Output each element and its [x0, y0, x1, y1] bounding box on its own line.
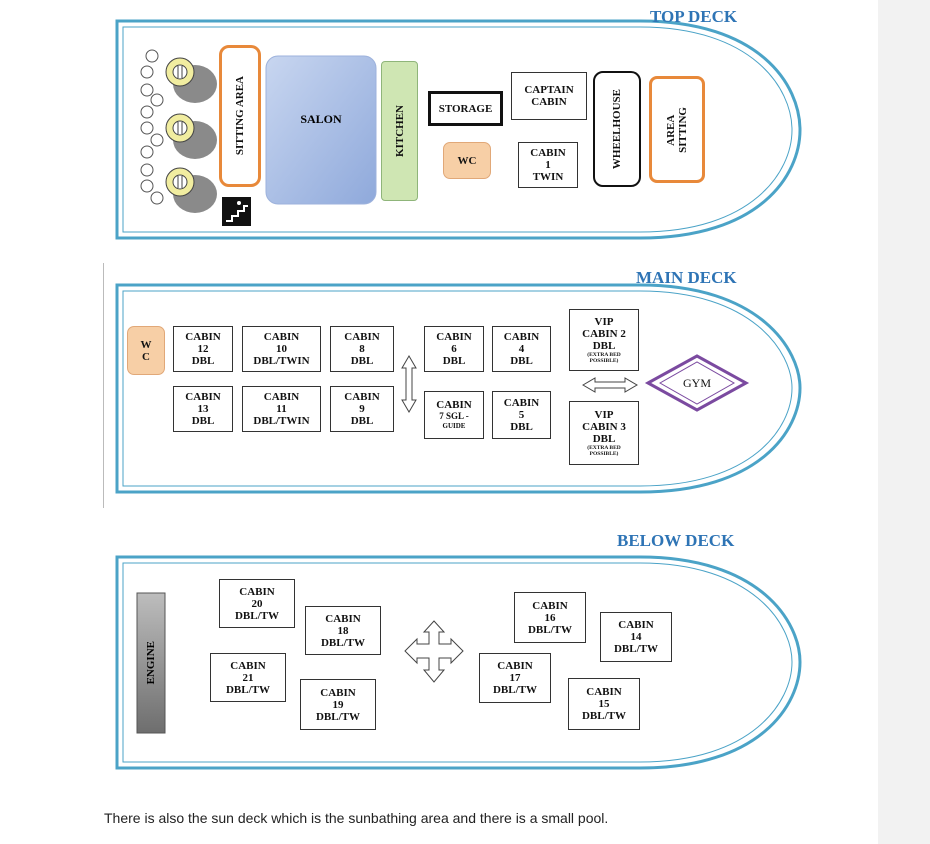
cabin-1: CABIN 1 TWIN	[518, 142, 578, 188]
sitting-area-right: SITTING AREA	[649, 76, 705, 183]
gym-diamond	[644, 354, 750, 412]
cabin-7: CABIN 7 SGL - GUIDE	[424, 391, 484, 439]
kitchen: KITCHEN	[381, 61, 418, 201]
gym-label: GYM	[682, 376, 711, 390]
four-way-arrow	[404, 620, 464, 683]
main-deck-title: MAIN DECK	[636, 268, 737, 287]
storage: STORAGE	[428, 91, 503, 126]
top-deck-title: TOP DECK	[650, 7, 738, 26]
salon-label: SALON	[300, 112, 342, 126]
wheelhouse: WHEELHOUSE	[593, 71, 641, 187]
sitting-area-left: SITTING AREA	[219, 45, 261, 187]
vertical-double-arrow	[401, 355, 417, 413]
engine: ENGINE	[145, 641, 157, 685]
salon-area	[265, 55, 377, 205]
vip-cabin-2: VIP CABIN 2 DBL (EXTRA BED POSSIBLE)	[569, 309, 639, 371]
captain-cabin: CAPTAIN CABIN	[511, 72, 587, 120]
deck-chairs	[140, 49, 164, 205]
wc-main: W C	[127, 326, 165, 375]
margin-line	[103, 263, 104, 508]
wc-top: WC	[443, 142, 491, 179]
stairs-icon	[222, 197, 251, 226]
round-tables	[165, 57, 217, 213]
side-panel	[878, 0, 930, 844]
vip-cabin-3: VIP CABIN 3 DBL (EXTRA BED POSSIBLE)	[569, 401, 639, 465]
horizontal-double-arrow	[582, 377, 638, 393]
engine-block	[136, 592, 166, 734]
below-deck-title: BELOW DECK	[617, 531, 735, 550]
sun-deck-caption: There is also the sun deck which is the …	[104, 810, 609, 826]
